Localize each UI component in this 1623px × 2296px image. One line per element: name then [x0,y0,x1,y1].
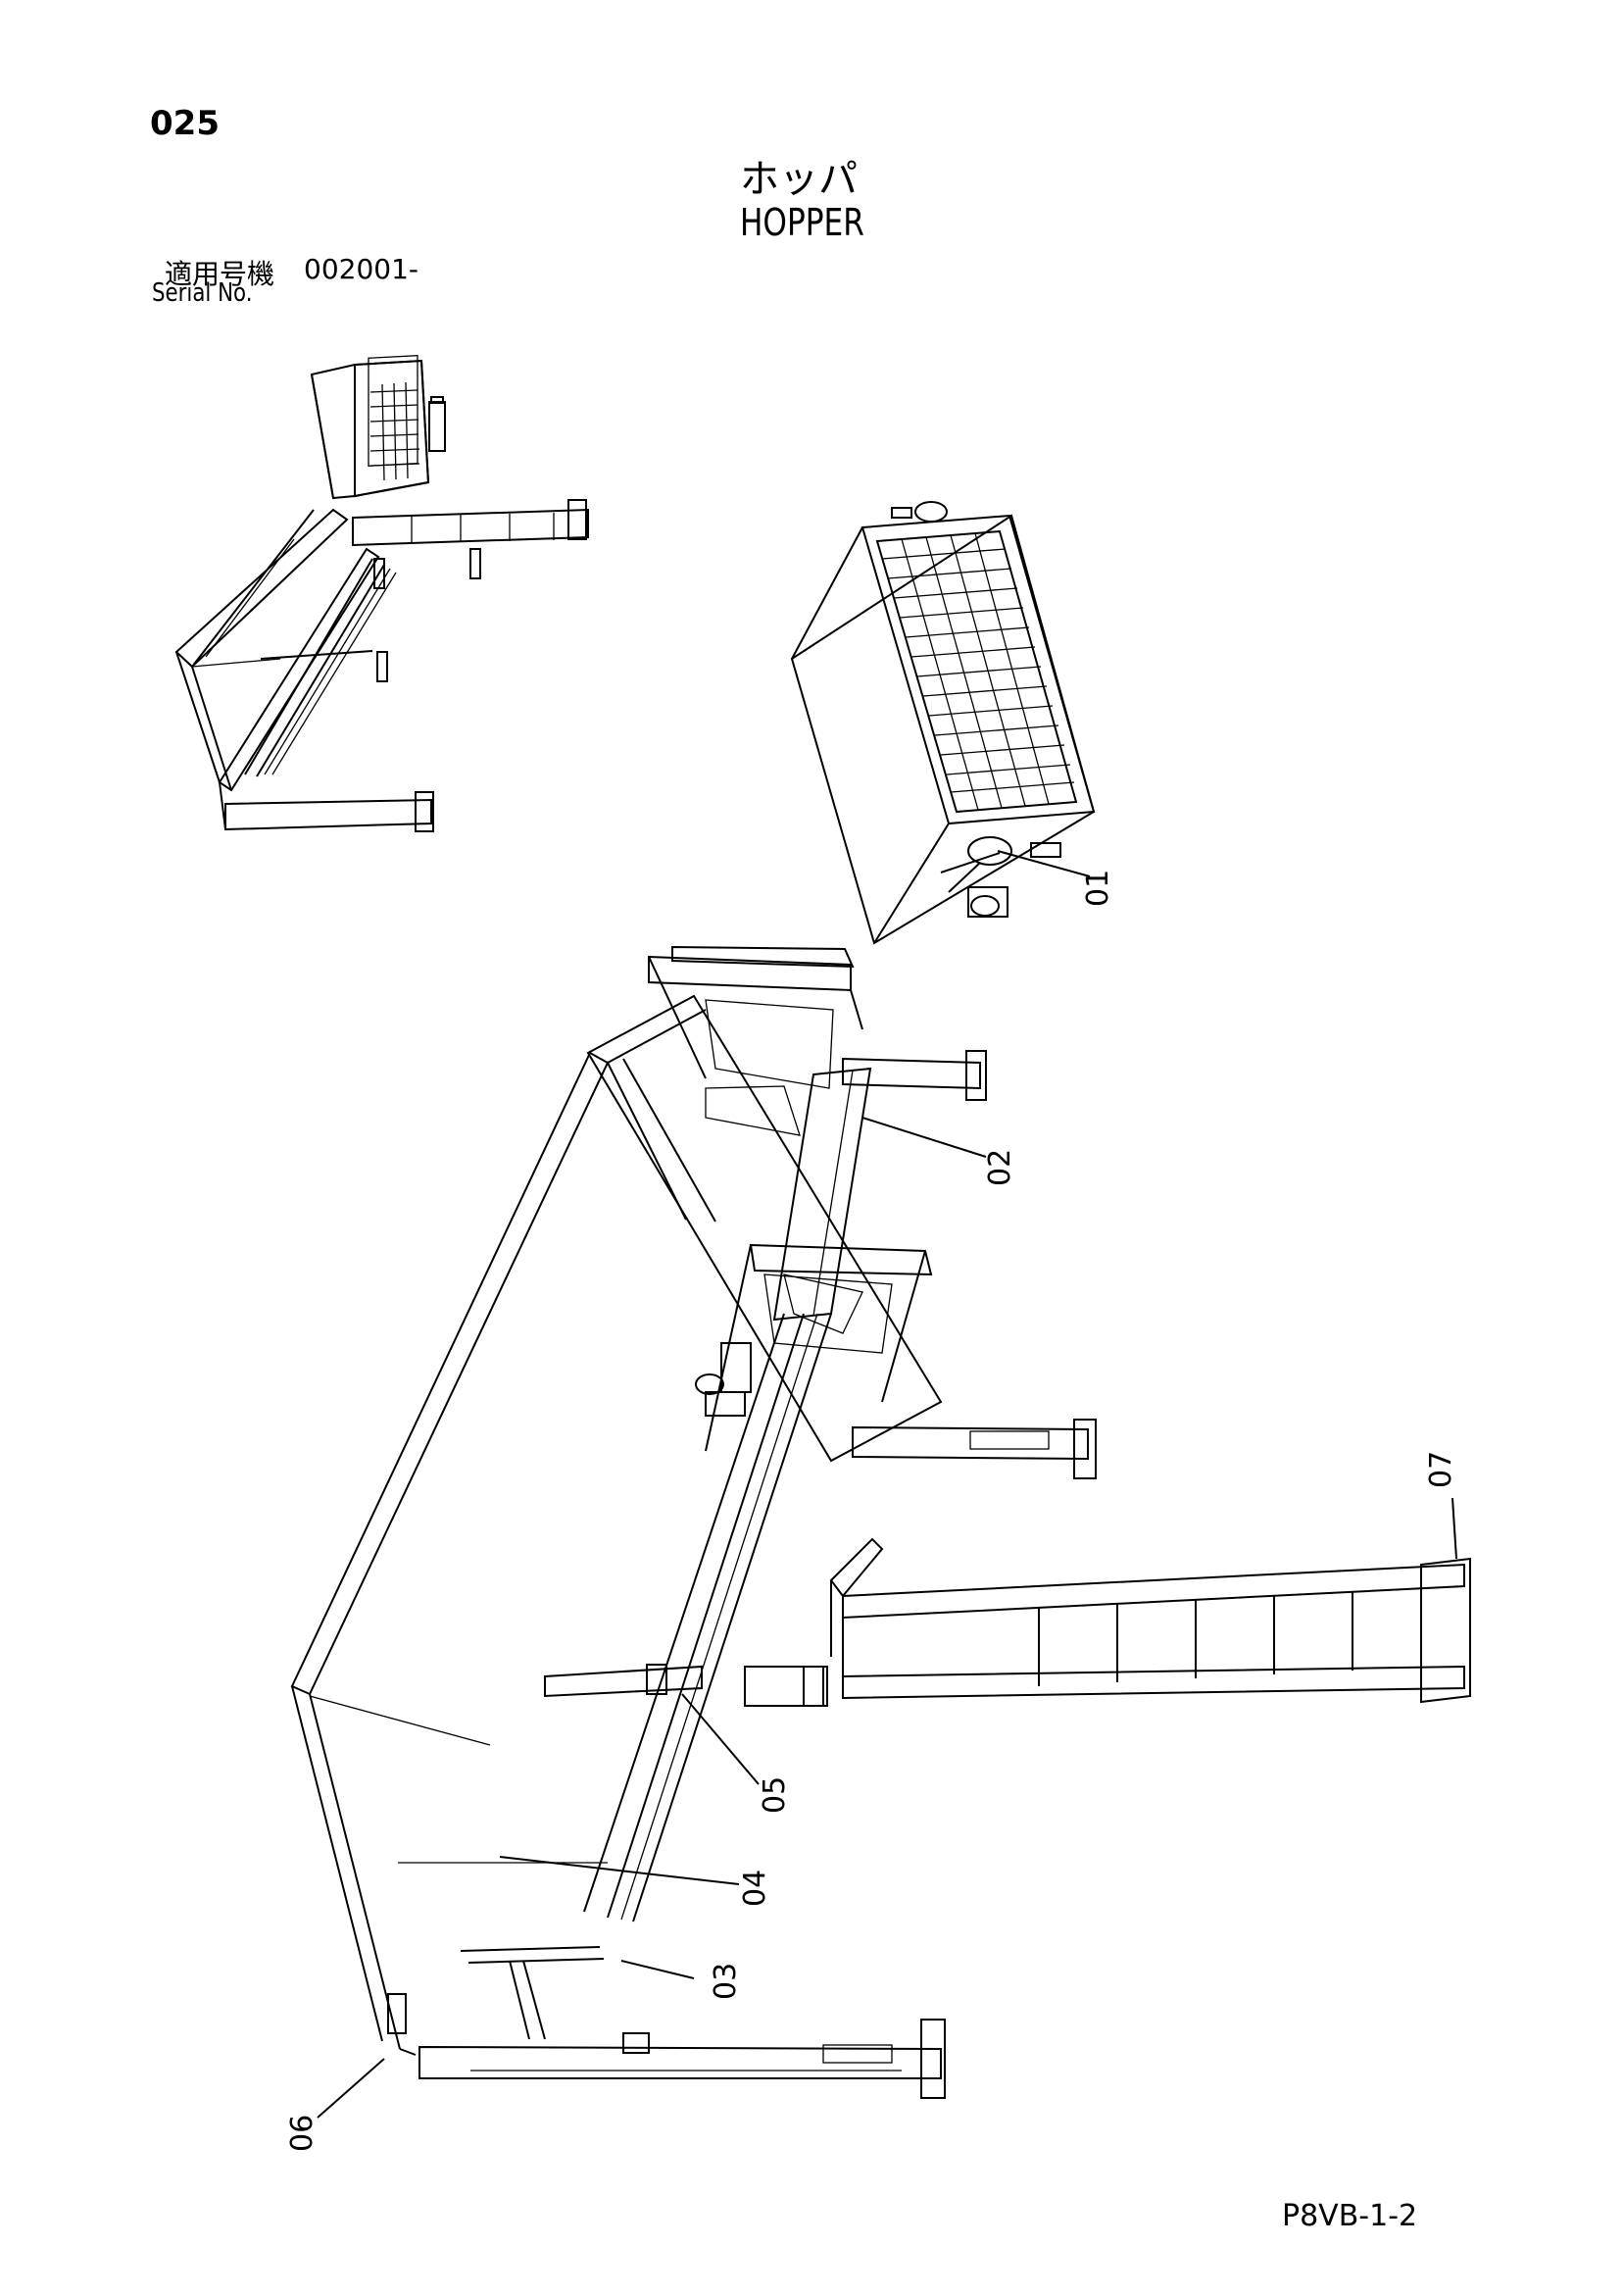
part-07-ladder [829,1537,1471,1704]
title-japanese: ホッパ [740,157,858,202]
leader-05 [681,1693,760,1785]
drawing-code: P8VB-1-2 [1282,2199,1418,2233]
overview-assembly [174,354,589,832]
main-frame [290,945,1097,2099]
callout-03: 03 [709,1963,743,2000]
serial-value: 002001- [304,253,418,285]
serial-label-japanese: 適用号機 [165,258,275,290]
callout-04: 04 [738,1870,772,1907]
callout-02: 02 [983,1149,1017,1186]
callout-07: 07 [1424,1451,1458,1488]
callout-05: 05 [758,1776,792,1814]
page-number: 025 [150,104,220,143]
leader-07 [1451,1497,1457,1560]
title-english: HOPPER [740,201,864,244]
leader-lines [317,850,1457,2119]
leader-03 [620,1960,695,1979]
part-01-hopper-box [790,501,1096,945]
leader-01 [997,850,1091,877]
leader-06 [317,2058,385,2119]
leader-02 [861,1117,987,1158]
callout-06: 06 [285,2115,320,2152]
callout-01: 01 [1081,870,1115,907]
serial-label-english: Serial No. [152,278,253,308]
leader-04 [499,1856,740,1885]
